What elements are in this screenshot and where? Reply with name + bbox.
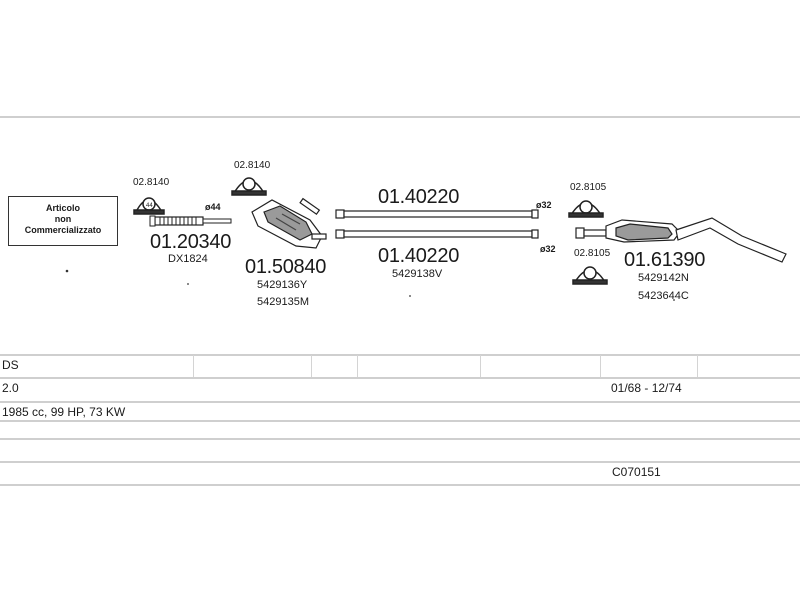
svg-text:44: 44	[146, 203, 153, 209]
mid-pipe-top-icon	[335, 209, 539, 219]
rear-muffler-icon	[575, 217, 787, 263]
diagram-top-border	[0, 116, 800, 118]
catalyst-ref-2: 5429135M	[257, 296, 309, 308]
marker-dot	[65, 269, 69, 273]
not-sold-note: Articolo non Commercializzato	[8, 196, 118, 246]
note-line-3: Commercializzato	[24, 225, 102, 235]
clamp-rear-bottom-icon	[572, 266, 608, 285]
table-col-divider	[193, 355, 194, 377]
marker-dot	[187, 283, 189, 285]
catalyst-code: 01.50840	[245, 256, 327, 278]
table-row-divider-6	[0, 461, 800, 463]
specs-cell: 1985 cc, 99 HP, 73 KW	[2, 405, 126, 419]
note-line-2: non	[54, 214, 72, 224]
front-pipe-ref: DX1824	[168, 253, 208, 265]
marker-dot	[673, 299, 675, 301]
engine-cell: 2.0	[2, 381, 19, 395]
table-col-divider	[311, 355, 312, 377]
mid-pipe-bottom-ref: 5429138V	[392, 268, 443, 280]
catalyst-ref-1: 5429136Y	[257, 279, 308, 291]
mid-pipe-bottom-icon	[335, 229, 539, 239]
note-line-1: Articolo	[45, 203, 80, 213]
table-row-divider-3	[0, 401, 800, 403]
front-pipe-icon	[149, 215, 232, 227]
rear-muffler-code: 01.61390	[624, 249, 706, 271]
front-pipe-code: 01.20340	[150, 231, 232, 253]
table-row-divider-1	[0, 354, 800, 356]
rear-muffler-ref-2: 5423644C	[638, 290, 689, 302]
mid-pipe-bottom-diameter: ø32	[540, 244, 556, 254]
table-row-divider-7	[0, 484, 800, 486]
clamp-rear-bottom-code: 02.8105	[574, 248, 611, 259]
mid-pipe-top-diameter: ø32	[536, 200, 552, 210]
clamp-catalyst-code: 02.8140	[234, 160, 271, 171]
kit-code-cell: C070151	[612, 465, 661, 479]
table-col-divider	[480, 355, 481, 377]
table-col-divider	[600, 355, 601, 377]
years-cell: 01/68 - 12/74	[611, 381, 682, 395]
catalyst-icon	[251, 197, 327, 249]
front-pipe-diameter: ø44	[205, 202, 221, 212]
table-row-divider-5	[0, 438, 800, 440]
table-col-divider	[697, 355, 698, 377]
table-col-divider	[357, 355, 358, 377]
clamp-left-icon: 44	[133, 197, 165, 215]
model-cell: DS	[2, 358, 19, 372]
rear-muffler-ref-1: 5429142N	[638, 272, 689, 284]
marker-dot	[409, 295, 411, 297]
mid-pipe-top-code: 01.40220	[378, 186, 460, 208]
clamp-catalyst-icon	[231, 177, 267, 196]
clamp-left-code: 02.8140	[133, 177, 170, 188]
mid-pipe-bottom-code: 01.40220	[378, 245, 460, 267]
clamp-rear-top-icon	[568, 200, 604, 218]
table-row-divider-4	[0, 420, 800, 422]
table-row-divider-2	[0, 377, 800, 379]
clamp-rear-top-code: 02.8105	[570, 182, 607, 193]
